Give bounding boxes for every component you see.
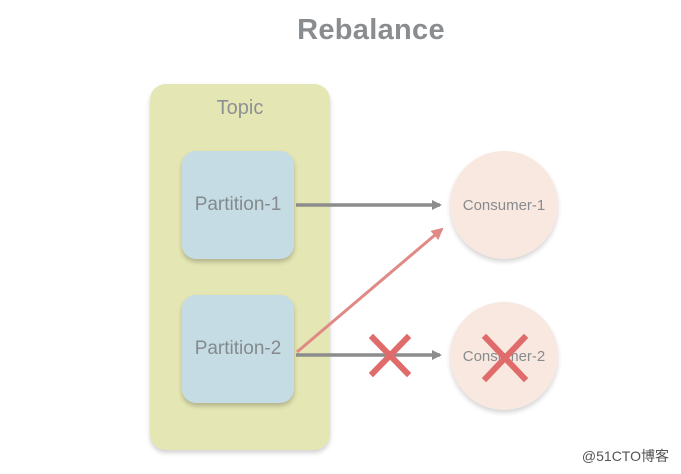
partition-1-label: Partition-1: [194, 194, 282, 215]
diagram-title: Rebalance: [297, 14, 445, 46]
consumer-2-circle: Consumer-2: [450, 302, 558, 410]
watermark: @51CTO博客: [581, 448, 669, 464]
consumer-1-circle: Consumer-1: [450, 151, 558, 259]
consumer-2-label: Consumer-2: [462, 347, 546, 365]
partition-2-box: Partition-2: [182, 295, 294, 403]
topic-label: Topic: [216, 97, 264, 119]
link-cross-icon: [368, 333, 412, 378]
partition-1-box: Partition-1: [182, 151, 294, 259]
partition-2-label: Partition-2: [194, 338, 282, 359]
consumer-1-label: Consumer-1: [462, 196, 546, 214]
